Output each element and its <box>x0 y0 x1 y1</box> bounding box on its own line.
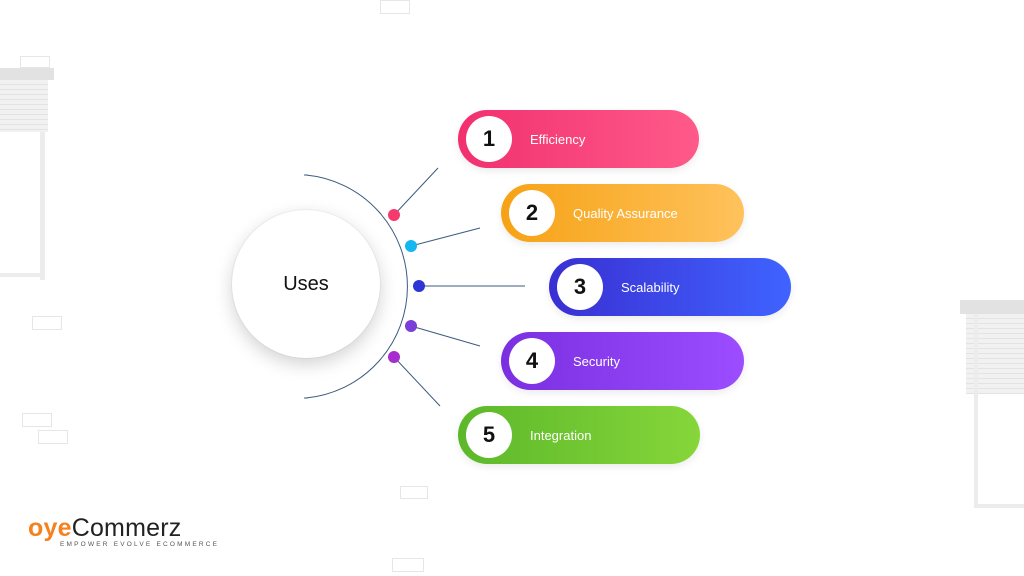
outline-rect-decoration <box>38 430 68 444</box>
logo-wordmark: oyeCommerz <box>28 514 219 543</box>
item-pill-2: 2 Quality Assurance <box>501 184 744 242</box>
outline-rect-decoration <box>400 486 428 499</box>
item-label: Scalability <box>621 279 680 295</box>
item-number-badge: 1 <box>466 116 512 162</box>
connector-dot-4 <box>405 320 417 332</box>
item-number-badge: 3 <box>557 264 603 310</box>
item-label: Efficiency <box>530 131 586 147</box>
logo-rest: Commerz <box>71 514 182 542</box>
item-pill-4: 4 Security <box>501 332 744 390</box>
connector-line-4 <box>410 325 481 347</box>
item-number-badge: 5 <box>466 412 512 458</box>
outline-rect-decoration <box>32 316 62 330</box>
item-pill-1: 1 Efficiency <box>458 110 699 168</box>
right-blind-decoration <box>960 300 1024 512</box>
outline-rect-decoration <box>22 413 52 427</box>
center-label: Uses <box>283 272 329 295</box>
logo-tagline: EMPOWER EVOLVE ECOMMERCE <box>60 541 220 548</box>
connector-dot-3 <box>413 280 425 292</box>
connector-arc <box>305 174 408 399</box>
left-blind-decoration <box>0 68 54 280</box>
outline-rect-decoration <box>20 56 50 68</box>
connector-dot-5 <box>388 351 400 363</box>
item-number-badge: 2 <box>509 190 555 236</box>
item-label: Quality Assurance <box>573 205 678 221</box>
outline-rect-decoration <box>392 558 424 572</box>
connector-dot-2 <box>405 240 417 252</box>
item-label: Security <box>573 353 620 369</box>
item-pill-3: 3 Scalability <box>549 258 791 316</box>
item-label: Integration <box>530 427 592 443</box>
connector-line-1 <box>393 167 439 216</box>
outline-rect-decoration <box>380 0 410 14</box>
connector-dot-1 <box>388 209 400 221</box>
oyecommerz-logo: oyeCommerz EMPOWER EVOLVE ECOMMERCE <box>28 514 219 548</box>
item-number-badge: 4 <box>509 338 555 384</box>
connector-line-5 <box>393 356 441 407</box>
item-pill-5: 5 Integration <box>458 406 700 464</box>
logo-accent: oye <box>28 514 72 542</box>
connector-line-2 <box>410 227 481 247</box>
center-uses-circle: Uses <box>232 210 380 358</box>
